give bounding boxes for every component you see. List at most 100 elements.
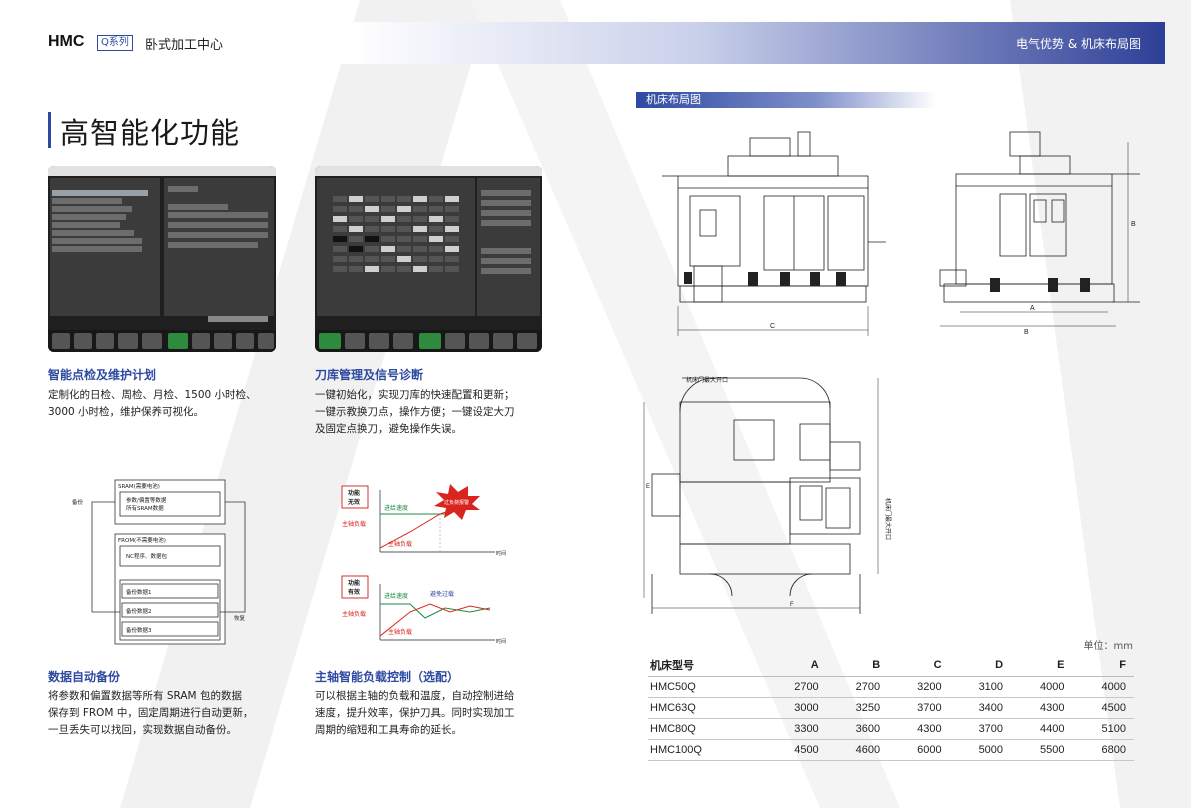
feature-body-backup: 将参数和偏置数据等所有 SRAM 包的数据 保存到 FROM 中，固定周期进行自… xyxy=(48,688,298,739)
feature-body-spindle-load: 可以根据主轴的负载和温度，自动控制进给 速度，提升效率，保护刀具。同时实现加工 … xyxy=(315,688,555,739)
top-load-label-2: 主轴负载 xyxy=(388,540,412,548)
table-row: HMC80Q 3300 3600 4300 3700 4400 5100 xyxy=(648,718,1134,740)
layout-section-tag: 机床布局图 xyxy=(636,92,936,108)
side-view-drawing: A B B xyxy=(939,131,1140,336)
feature-title-maintenance: 智能点检及维护计划 xyxy=(48,368,157,382)
spec-cell: 5500 xyxy=(1011,739,1073,761)
page-header: HMC Q系列 卧式加工中心 电气优势 & 机床布局图 xyxy=(0,22,1165,64)
spec-cell: 3700 xyxy=(949,718,1012,740)
spec-cell: 3600 xyxy=(826,718,889,740)
spec-cell: 3300 xyxy=(765,718,827,740)
bottom-load-label: 主轴负载 xyxy=(342,610,366,618)
feature-title-spindle-load: 主轴智能负载控制（选配） xyxy=(315,670,460,684)
feature-body-line: 保存到 FROM 中，固定周期进行自动更新， xyxy=(48,707,254,719)
spec-table: 机床型号 A B C D E F HMC50Q 2700 2700 3200 3… xyxy=(648,654,1134,761)
top-load-line xyxy=(379,509,453,549)
feature-body-line: 速度，提升效率，保护刀具。同时实现加工 xyxy=(315,707,515,719)
dimension-b-label: B xyxy=(1024,329,1029,336)
spec-cell: 2700 xyxy=(765,676,827,698)
spec-header-cell: D xyxy=(949,654,1012,677)
spec-cell: 3100 xyxy=(949,676,1012,698)
function-invalid-badge: 功能 xyxy=(348,489,360,497)
table-row: HMC63Q 3000 3250 3700 3400 4300 4500 xyxy=(648,697,1134,719)
spec-header-cell: 机床型号 xyxy=(648,654,766,677)
spec-cell: 4300 xyxy=(888,718,950,740)
spec-cell: 3000 xyxy=(765,697,827,719)
top-feed-label: 进给速度 xyxy=(384,504,408,512)
spec-cell: 6800 xyxy=(1072,739,1134,761)
header-subtitle: 卧式加工中心 xyxy=(145,38,224,53)
from-inner-label: NC程序、数据包 xyxy=(126,552,167,560)
tool-magazine-screen-image xyxy=(315,166,542,352)
spec-cell: 4000 xyxy=(1011,676,1073,698)
backup-item-3: 备份数据3 xyxy=(126,626,152,634)
spec-cell: 4000 xyxy=(1072,676,1134,698)
backup-item-2: 备份数据2 xyxy=(126,607,152,615)
section-title: 高智能化功能 xyxy=(60,116,241,150)
feature-body-line: 及固定点换刀，避免操作失误。 xyxy=(315,423,462,435)
feature-title-tool-magazine: 刀库管理及信号诊断 xyxy=(315,368,424,382)
dimension-f-label: F xyxy=(790,602,794,608)
spec-cell: 5100 xyxy=(1072,718,1134,740)
backup-diagram: SRAM(需要电池) 参数/偏置等数据 所有SRAM数据 FROM(不需要电池)… xyxy=(72,479,246,645)
spec-cell: 3200 xyxy=(888,676,950,698)
bottom-feed-line xyxy=(380,603,491,619)
spec-header-row: 机床型号 A B C D E F xyxy=(648,654,1134,677)
bottom-time-label: 时间 xyxy=(496,638,506,645)
spec-cell: 4500 xyxy=(765,739,827,761)
table-row: HMC100Q 4500 4600 6000 5000 5500 6800 xyxy=(648,739,1134,761)
spec-cell: HMC63Q xyxy=(648,697,766,719)
series-tag: Q系列 xyxy=(97,35,133,51)
title-accent-bar xyxy=(48,112,51,148)
feature-body-line: 3000 小时检，维护保养可视化。 xyxy=(48,406,205,418)
backup-arrow-label: 备份 xyxy=(72,498,84,506)
spec-cell: 4500 xyxy=(1072,697,1134,719)
spec-cell: HMC100Q xyxy=(648,739,766,761)
spec-cell: 2700 xyxy=(826,676,889,698)
overload-alarm-label: 过负荷报警 xyxy=(444,499,469,506)
feature-body-maintenance: 定制化的日检、周检、月检、1500 小时检、 3000 小时检，维护保养可视化。 xyxy=(48,387,298,421)
feature-body-line: 一旦丢失可以找回，实现数据自动备份。 xyxy=(48,724,237,736)
feature-body-line: 一键初始化，实现刀库的快速配置和更新； xyxy=(315,389,515,401)
feature-title-backup: 数据自动备份 xyxy=(48,670,121,684)
bottom-avoid-label: 避免过载 xyxy=(430,590,454,598)
svg-text:有效: 有效 xyxy=(348,588,360,596)
feature-body-line: 一键示教换刀点，操作方便；一键设定大刀 xyxy=(315,406,515,418)
function-valid-badge: 功能 xyxy=(348,579,360,587)
brand-label: HMC xyxy=(48,33,85,50)
spec-header-cell: B xyxy=(826,654,889,677)
spec-header-cell: C xyxy=(888,654,950,677)
spec-header-cell: F xyxy=(1072,654,1134,677)
spec-cell: HMC80Q xyxy=(648,718,766,740)
top-time-label: 时间 xyxy=(496,550,506,557)
dimension-e-label: E xyxy=(646,484,650,490)
sram-label: SRAM(需要电池) xyxy=(118,482,160,490)
door-opening-label-top: 机床门最大开口 xyxy=(686,376,728,384)
spec-cell: 3400 xyxy=(949,697,1012,719)
table-row: HMC50Q 2700 2700 3200 3100 4000 4000 xyxy=(648,676,1134,698)
spec-header-cell: A xyxy=(765,654,827,677)
spec-cell: 3250 xyxy=(826,697,889,719)
door-opening-label-side: 机床门最大开口 xyxy=(884,498,892,540)
spec-cell: HMC50Q xyxy=(648,676,766,698)
spec-cell: 5000 xyxy=(949,739,1012,761)
dimension-a-label: A xyxy=(1030,305,1035,312)
spec-header-cell: E xyxy=(1011,654,1073,677)
front-view-drawing: C xyxy=(662,131,886,336)
spec-cell: 4300 xyxy=(1011,697,1073,719)
feature-body-line: 定制化的日检、周检、月检、1500 小时检、 xyxy=(48,389,257,401)
spec-cell: 3700 xyxy=(888,697,950,719)
feature-body-line: 将参数和偏置数据等所有 SRAM 包的数据 xyxy=(48,690,242,702)
svg-text:无效: 无效 xyxy=(347,498,360,506)
feature-body-tool-magazine: 一键初始化，实现刀库的快速配置和更新； 一键示教换刀点，操作方便；一键设定大刀 … xyxy=(315,387,555,438)
bottom-load-line xyxy=(379,603,491,637)
feature-body-line: 周期的缩短和工具寿命的延长。 xyxy=(315,724,462,736)
top-load-label: 主轴负载 xyxy=(342,520,366,528)
spec-cell: 4400 xyxy=(1011,718,1073,740)
sram-inner-label-2: 所有SRAM数据 xyxy=(126,504,164,512)
spec-cell: 6000 xyxy=(888,739,950,761)
header-section-name: 电气优势 & 机床布局图 xyxy=(1016,37,1141,51)
maintenance-screen-image xyxy=(48,166,276,352)
dimension-b-side-label: B xyxy=(1131,221,1136,228)
dimension-c-label: C xyxy=(770,323,775,330)
